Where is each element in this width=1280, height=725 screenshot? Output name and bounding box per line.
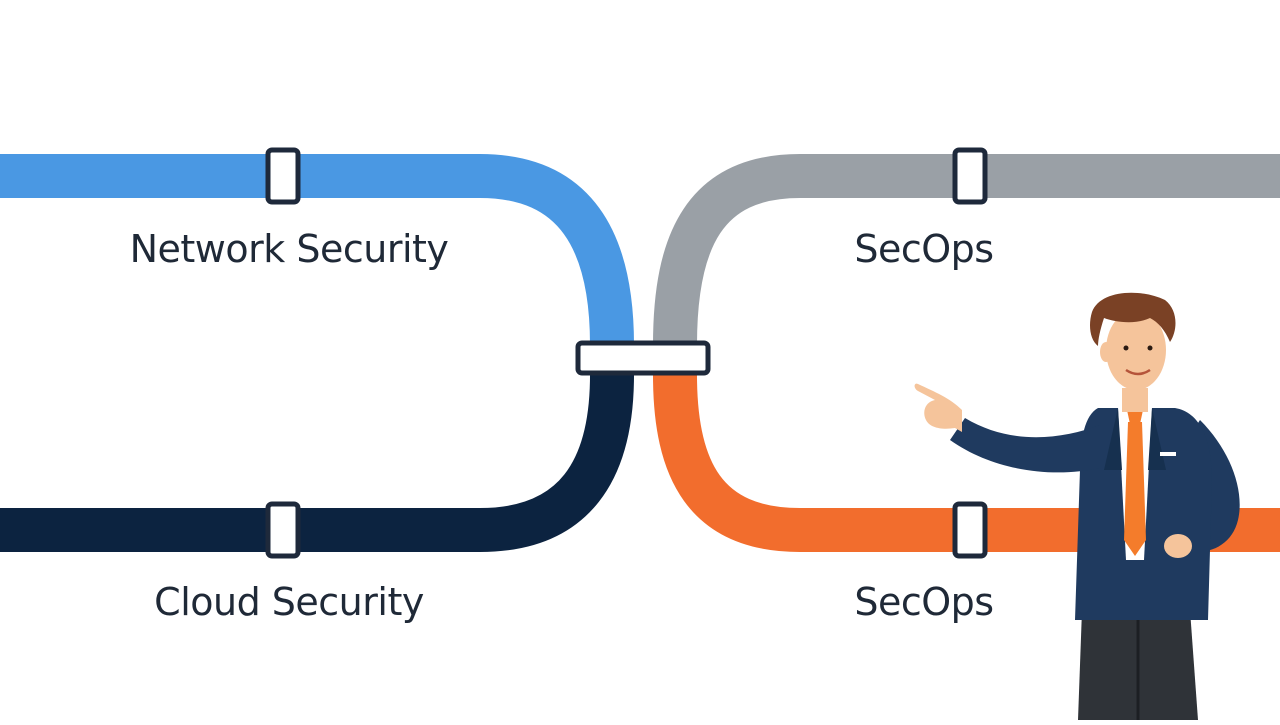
secops-top-label: SecOps	[854, 227, 994, 271]
cloud-security-label: Cloud Security	[154, 580, 424, 624]
secops-bottom-label: SecOps	[854, 580, 994, 624]
clamp-network-security	[265, 147, 301, 205]
cloud-security-pipe	[0, 374, 634, 552]
secops-top-pipe	[653, 154, 1280, 346]
network-security-label: Network Security	[129, 227, 449, 271]
businessman-pointing-icon	[914, 292, 1240, 720]
clamp-secops-top	[952, 147, 988, 205]
central-connector	[575, 340, 711, 376]
clamp-cloud-security	[265, 501, 301, 559]
network-security-pipe	[0, 154, 634, 346]
secops-bottom-pipe	[653, 374, 1280, 552]
clamp-secops-bottom	[952, 501, 988, 559]
